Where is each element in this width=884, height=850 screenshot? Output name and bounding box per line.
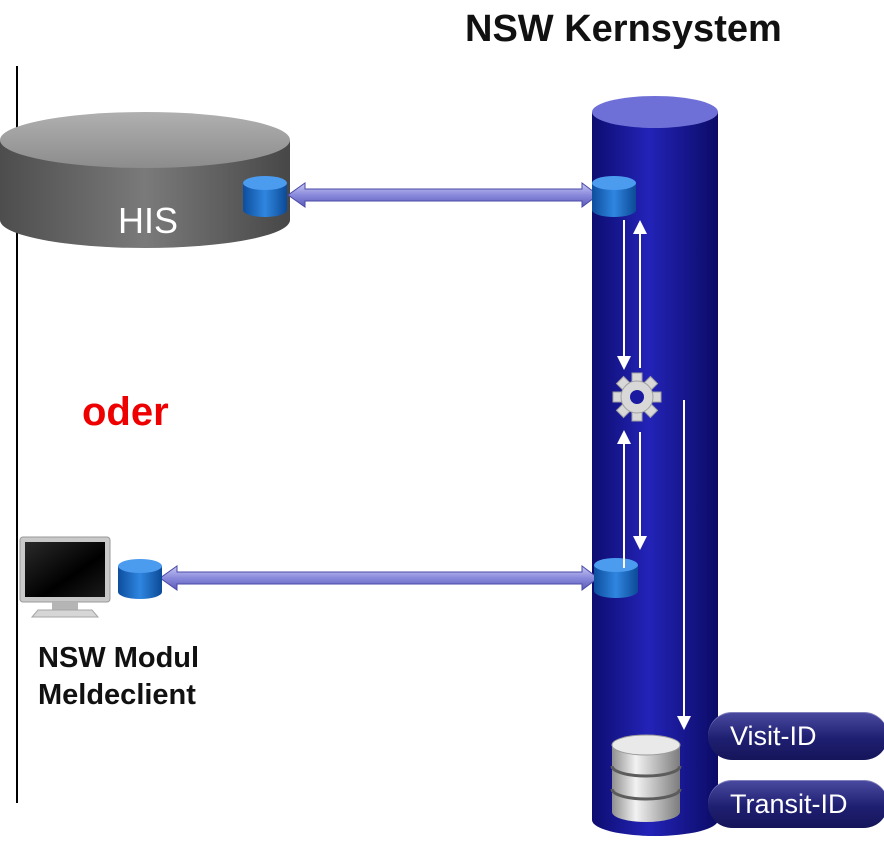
- client-label-line2: Meldeclient: [38, 679, 196, 711]
- client-link-arrow: [159, 565, 599, 591]
- his-label: HIS: [118, 200, 179, 241]
- flow-arrows: [617, 220, 691, 730]
- page-title: NSW Kernsystem: [465, 8, 782, 50]
- his-cylinder: [0, 112, 290, 248]
- db-stack-icon: [610, 734, 682, 822]
- client-db-icon: [118, 559, 162, 599]
- gear-icon: [612, 372, 662, 422]
- client-label: NSW Modul Meldeclient: [38, 640, 199, 714]
- his-db-icon: [243, 176, 287, 217]
- his-link-arrow: [287, 182, 599, 208]
- monitor-icon: [19, 536, 111, 618]
- transit-id-tab: Transit-ID: [708, 780, 884, 828]
- visit-id-tab: Visit-ID: [708, 712, 884, 760]
- core-db-icon-top: [592, 176, 636, 217]
- client-label-line1: NSW Modul: [38, 642, 200, 674]
- or-label: oder: [82, 390, 169, 434]
- core-db-icon-bottom: [594, 558, 638, 598]
